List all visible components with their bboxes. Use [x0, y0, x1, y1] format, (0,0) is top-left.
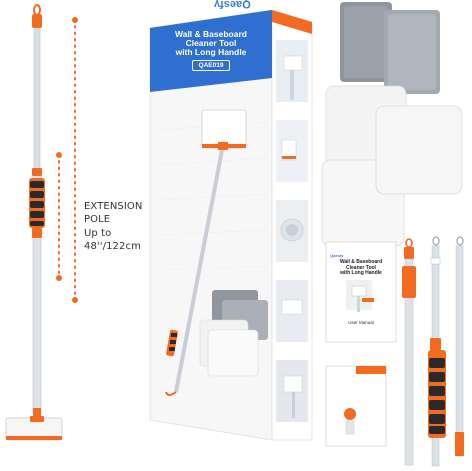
extension-caption-line2: POLE [84, 214, 111, 225]
box-title-line3: with Long Handle [175, 47, 247, 57]
manual-title-line2: Cleaner Tool [346, 264, 376, 271]
manual-brand-logo: Qaesfy [330, 253, 344, 258]
manual-label: User Manual [348, 320, 374, 325]
manual-title: Wall & Baseboard Cleaner Tool with Long … [330, 259, 392, 277]
manual-title-line3: with Long Handle [340, 270, 382, 277]
extension-mid-dot [56, 152, 62, 158]
pole-segment-1-cap [404, 247, 414, 259]
cleaner-head-part [325, 365, 387, 447]
box-label-banner [150, 10, 272, 92]
extension-caption-line4: 48''/122cm [84, 241, 141, 252]
hanging-loop [33, 4, 41, 16]
pole-joint-upper [32, 168, 42, 176]
box-title-line2: Cleaner Tool [185, 38, 237, 48]
pole-joint-lower [32, 228, 42, 238]
extension-caption: EXTENSION POLE Up to 48''/122cm [84, 200, 156, 253]
pole-segment-1 [404, 258, 414, 466]
box-label: Wall & Baseboard Cleaner Tool with Long … [152, 30, 270, 71]
pole-bottom-connector [33, 408, 41, 418]
pole-segment-3 [455, 245, 464, 457]
extension-caption-line1: EXTENSION [84, 201, 143, 212]
box-title-line1: Wall & Baseboard [175, 29, 247, 39]
extension-caption-line3: Up to [84, 228, 112, 239]
white-pad-right [375, 105, 463, 195]
pole-top-cap [32, 14, 42, 28]
manual-title-line1: Wall & Baseboard [339, 259, 383, 265]
extension-top-dot [72, 17, 78, 23]
box-model-number: QAE019 [198, 62, 224, 69]
